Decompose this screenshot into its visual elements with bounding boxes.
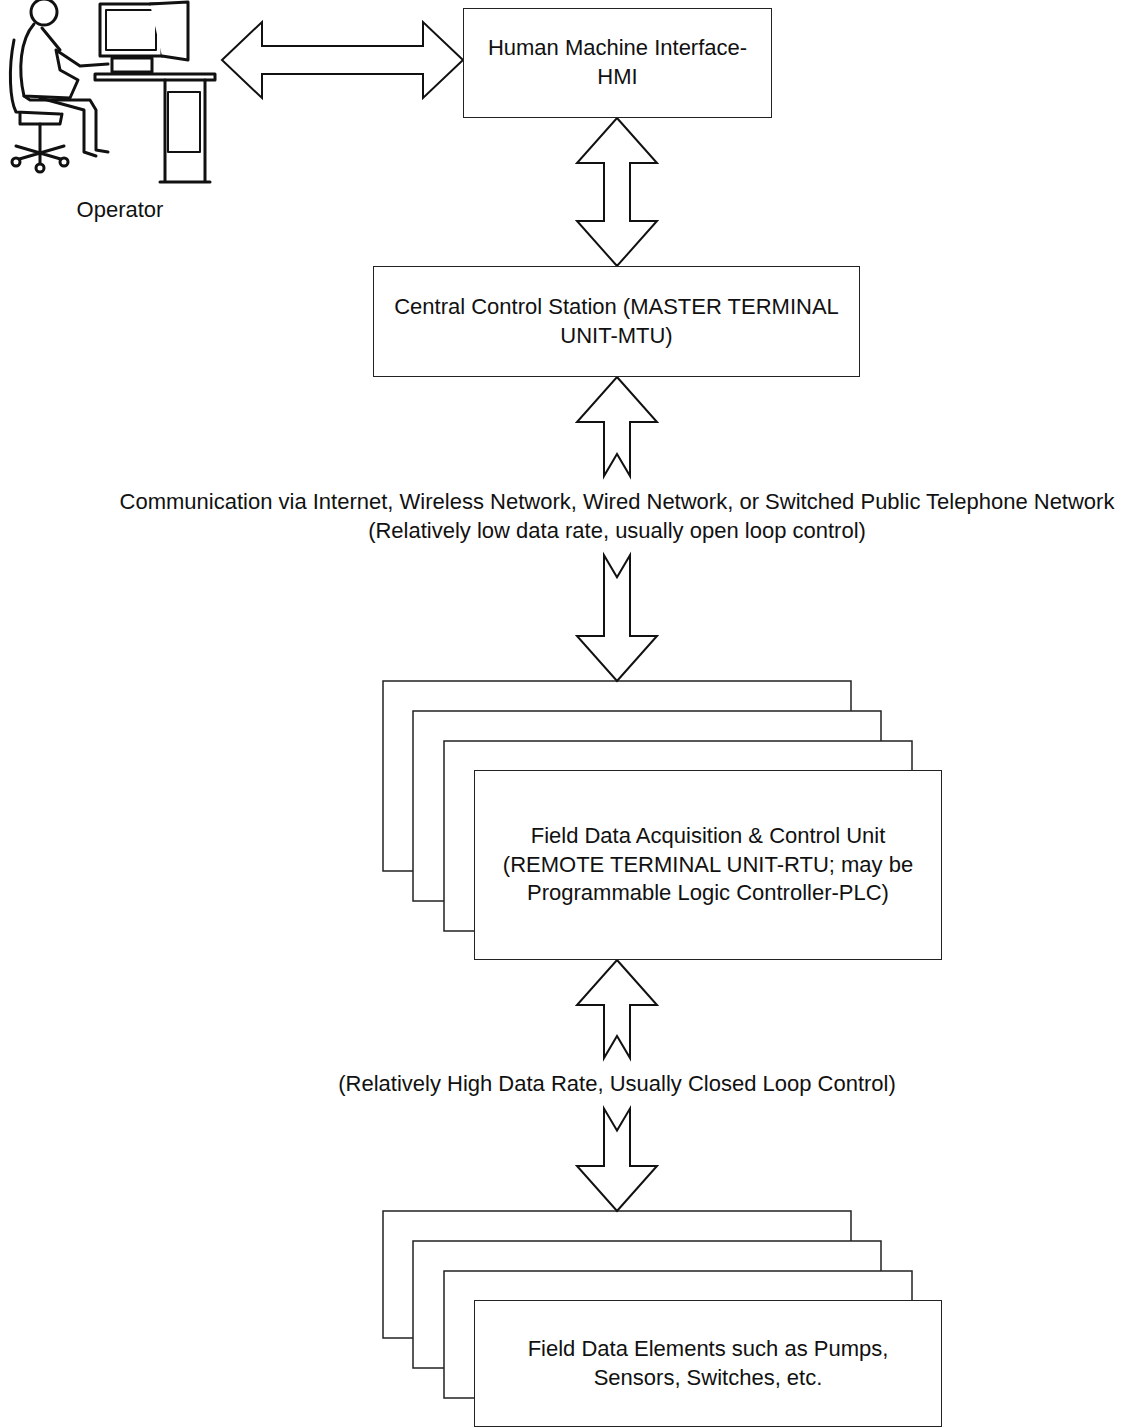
box-text: Human Machine Interface-HMI [482, 34, 753, 91]
operator-hmi-arrow [222, 22, 463, 98]
process-box: Field Data Acquisition & Control Unit (R… [474, 770, 942, 960]
edge-label: (Relatively High Data Rate, Usually Clos… [227, 1070, 1007, 1099]
block-arrow [577, 118, 657, 266]
operator-label: Operator [40, 196, 200, 225]
process-box: Human Machine Interface-HMI [463, 8, 772, 118]
process-box: Field Data Elements such as Pumps, Senso… [474, 1300, 942, 1427]
box-text: Central Control Station (MASTER TERMINAL… [392, 293, 841, 350]
box-text: Field Data Acquisition & Control Unit (R… [493, 822, 923, 908]
edge-label: Communication via Internet, Wireless Net… [97, 488, 1133, 545]
hollow-arrow [577, 118, 657, 266]
operator-illustration [10, 0, 215, 182]
box-text: Field Data Elements such as Pumps, Senso… [493, 1335, 923, 1392]
process-box: Central Control Station (MASTER TERMINAL… [373, 266, 860, 377]
